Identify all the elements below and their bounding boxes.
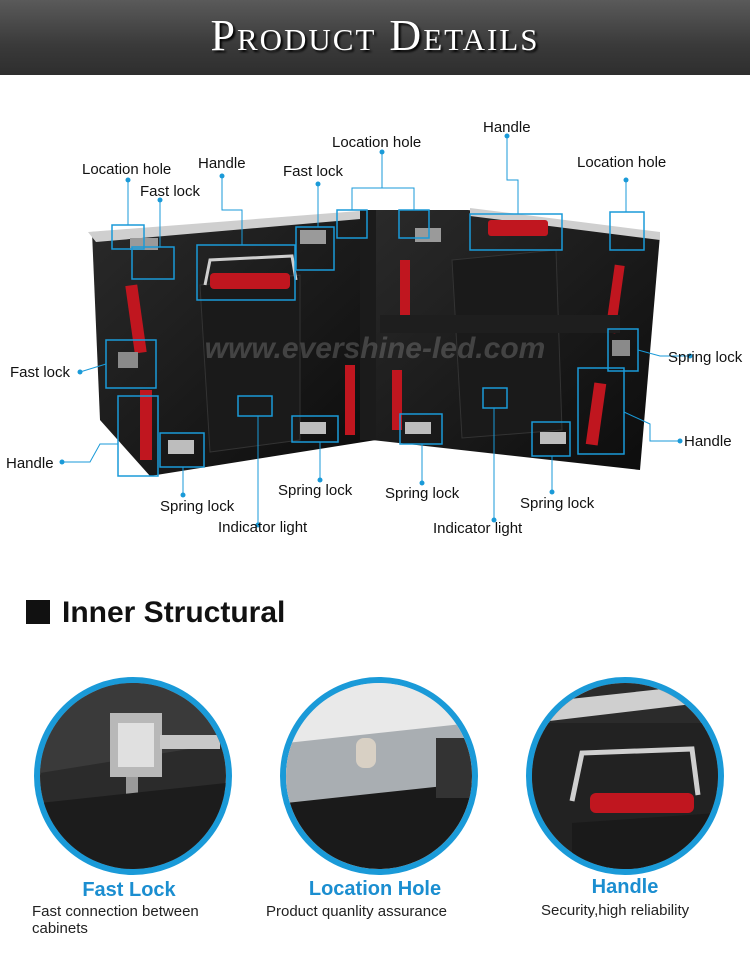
callout-handle: Handle bbox=[483, 119, 531, 136]
callout-indicator-light: Indicator light bbox=[218, 519, 308, 536]
feature-desc-handle: Security,high reliability bbox=[541, 902, 690, 919]
callout-spring-lock: Spring lock bbox=[520, 495, 595, 512]
cabinet-illustration: www.evershine-led.com bbox=[59, 133, 693, 528]
callout-fast-lock: Fast lock bbox=[10, 364, 71, 381]
left-cabinet-top-rim bbox=[88, 210, 372, 242]
feature-title-location-hole: Location Hole bbox=[308, 878, 442, 900]
callout-location-hole: Location hole bbox=[577, 154, 667, 171]
callout-spring-lock: Spring lock bbox=[160, 498, 235, 515]
product-diagram: www.evershine-led.com Location hole Fast… bbox=[0, 100, 750, 560]
callout-location-hole: Location hole bbox=[82, 161, 172, 178]
callout-spring-lock: Spring lock bbox=[668, 349, 743, 366]
callout-handle: Handle bbox=[6, 455, 54, 472]
callout-handle: Handle bbox=[684, 433, 732, 450]
feature-desc-location-hole: Product quanlity assurance bbox=[266, 903, 447, 920]
fast-lock-photo bbox=[34, 677, 232, 875]
header-banner: Product Details bbox=[0, 0, 750, 75]
page-title: Product Details bbox=[210, 11, 540, 60]
callout-indicator-light: Indicator light bbox=[433, 520, 523, 537]
feature-title-handle: Handle bbox=[591, 876, 659, 898]
feature-title-fast-lock: Fast Lock bbox=[82, 879, 176, 901]
callout-fast-lock: Fast lock bbox=[283, 163, 344, 180]
watermark: www.evershine-led.com bbox=[205, 332, 546, 365]
callout-location-hole: Location hole bbox=[332, 134, 422, 151]
callout-spring-lock: Spring lock bbox=[278, 482, 353, 499]
callout-handle: Handle bbox=[198, 155, 246, 172]
feature-desc-fast-lock: Fast connection between cabinets bbox=[32, 903, 199, 937]
square-bullet-icon bbox=[26, 600, 50, 624]
location-hole-photo bbox=[280, 677, 478, 875]
section-title: Inner Structural bbox=[62, 596, 286, 629]
callout-fast-lock: Fast lock bbox=[140, 183, 201, 200]
handle-photo bbox=[526, 677, 724, 875]
callout-spring-lock: Spring lock bbox=[385, 485, 460, 502]
